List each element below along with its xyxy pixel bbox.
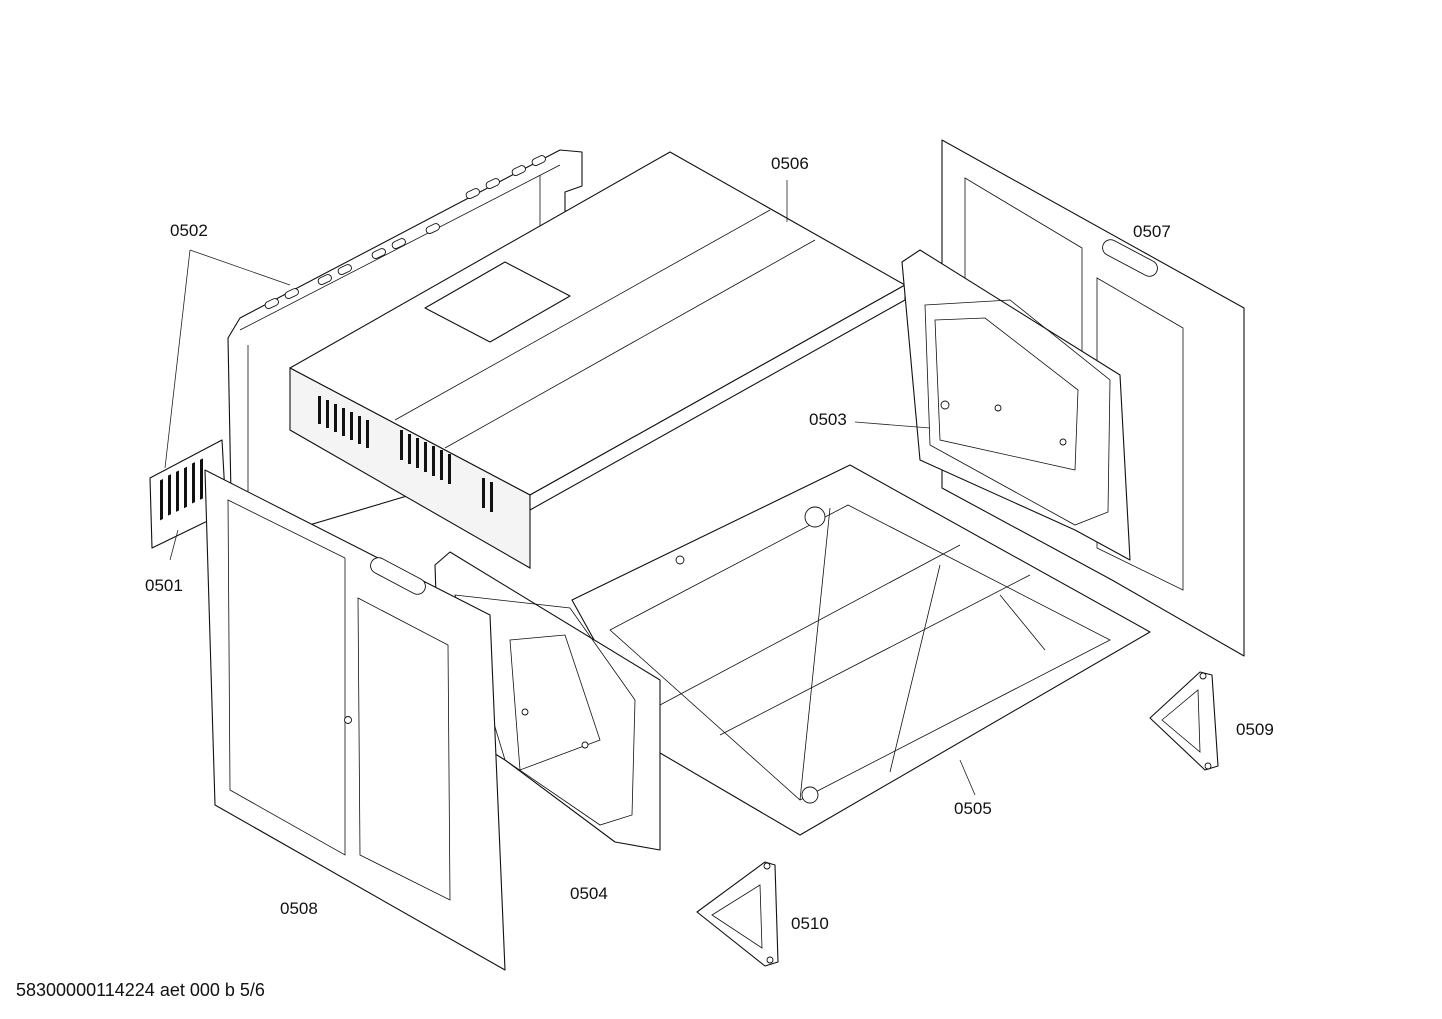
part-0503-right-inner-panel bbox=[901, 249, 1131, 561]
housing-vents bbox=[318, 396, 493, 512]
label-0503: 0503 bbox=[809, 410, 847, 429]
label-0509: 0509 bbox=[1236, 720, 1274, 739]
label-0506: 0506 bbox=[771, 154, 809, 173]
back-panel-slots bbox=[264, 155, 546, 309]
label-0508: 0508 bbox=[280, 899, 318, 918]
part-0506-top-housing bbox=[289, 151, 906, 569]
label-0502: 0502 bbox=[170, 221, 208, 240]
part-0510-bracket bbox=[696, 861, 779, 967]
label-0505: 0505 bbox=[954, 799, 992, 818]
drawing-reference-number: 58300000114224 aet 000 b 5/6 bbox=[16, 980, 265, 1000]
label-0504: 0504 bbox=[570, 884, 608, 903]
leader-lines bbox=[164, 180, 976, 796]
part-0509-bracket bbox=[1149, 671, 1219, 771]
label-0501: 0501 bbox=[145, 576, 183, 595]
part-0508-left-side-panel bbox=[204, 469, 506, 971]
label-0510: 0510 bbox=[791, 914, 829, 933]
vent-plate-slots bbox=[160, 458, 203, 521]
label-0507: 0507 bbox=[1133, 222, 1171, 241]
